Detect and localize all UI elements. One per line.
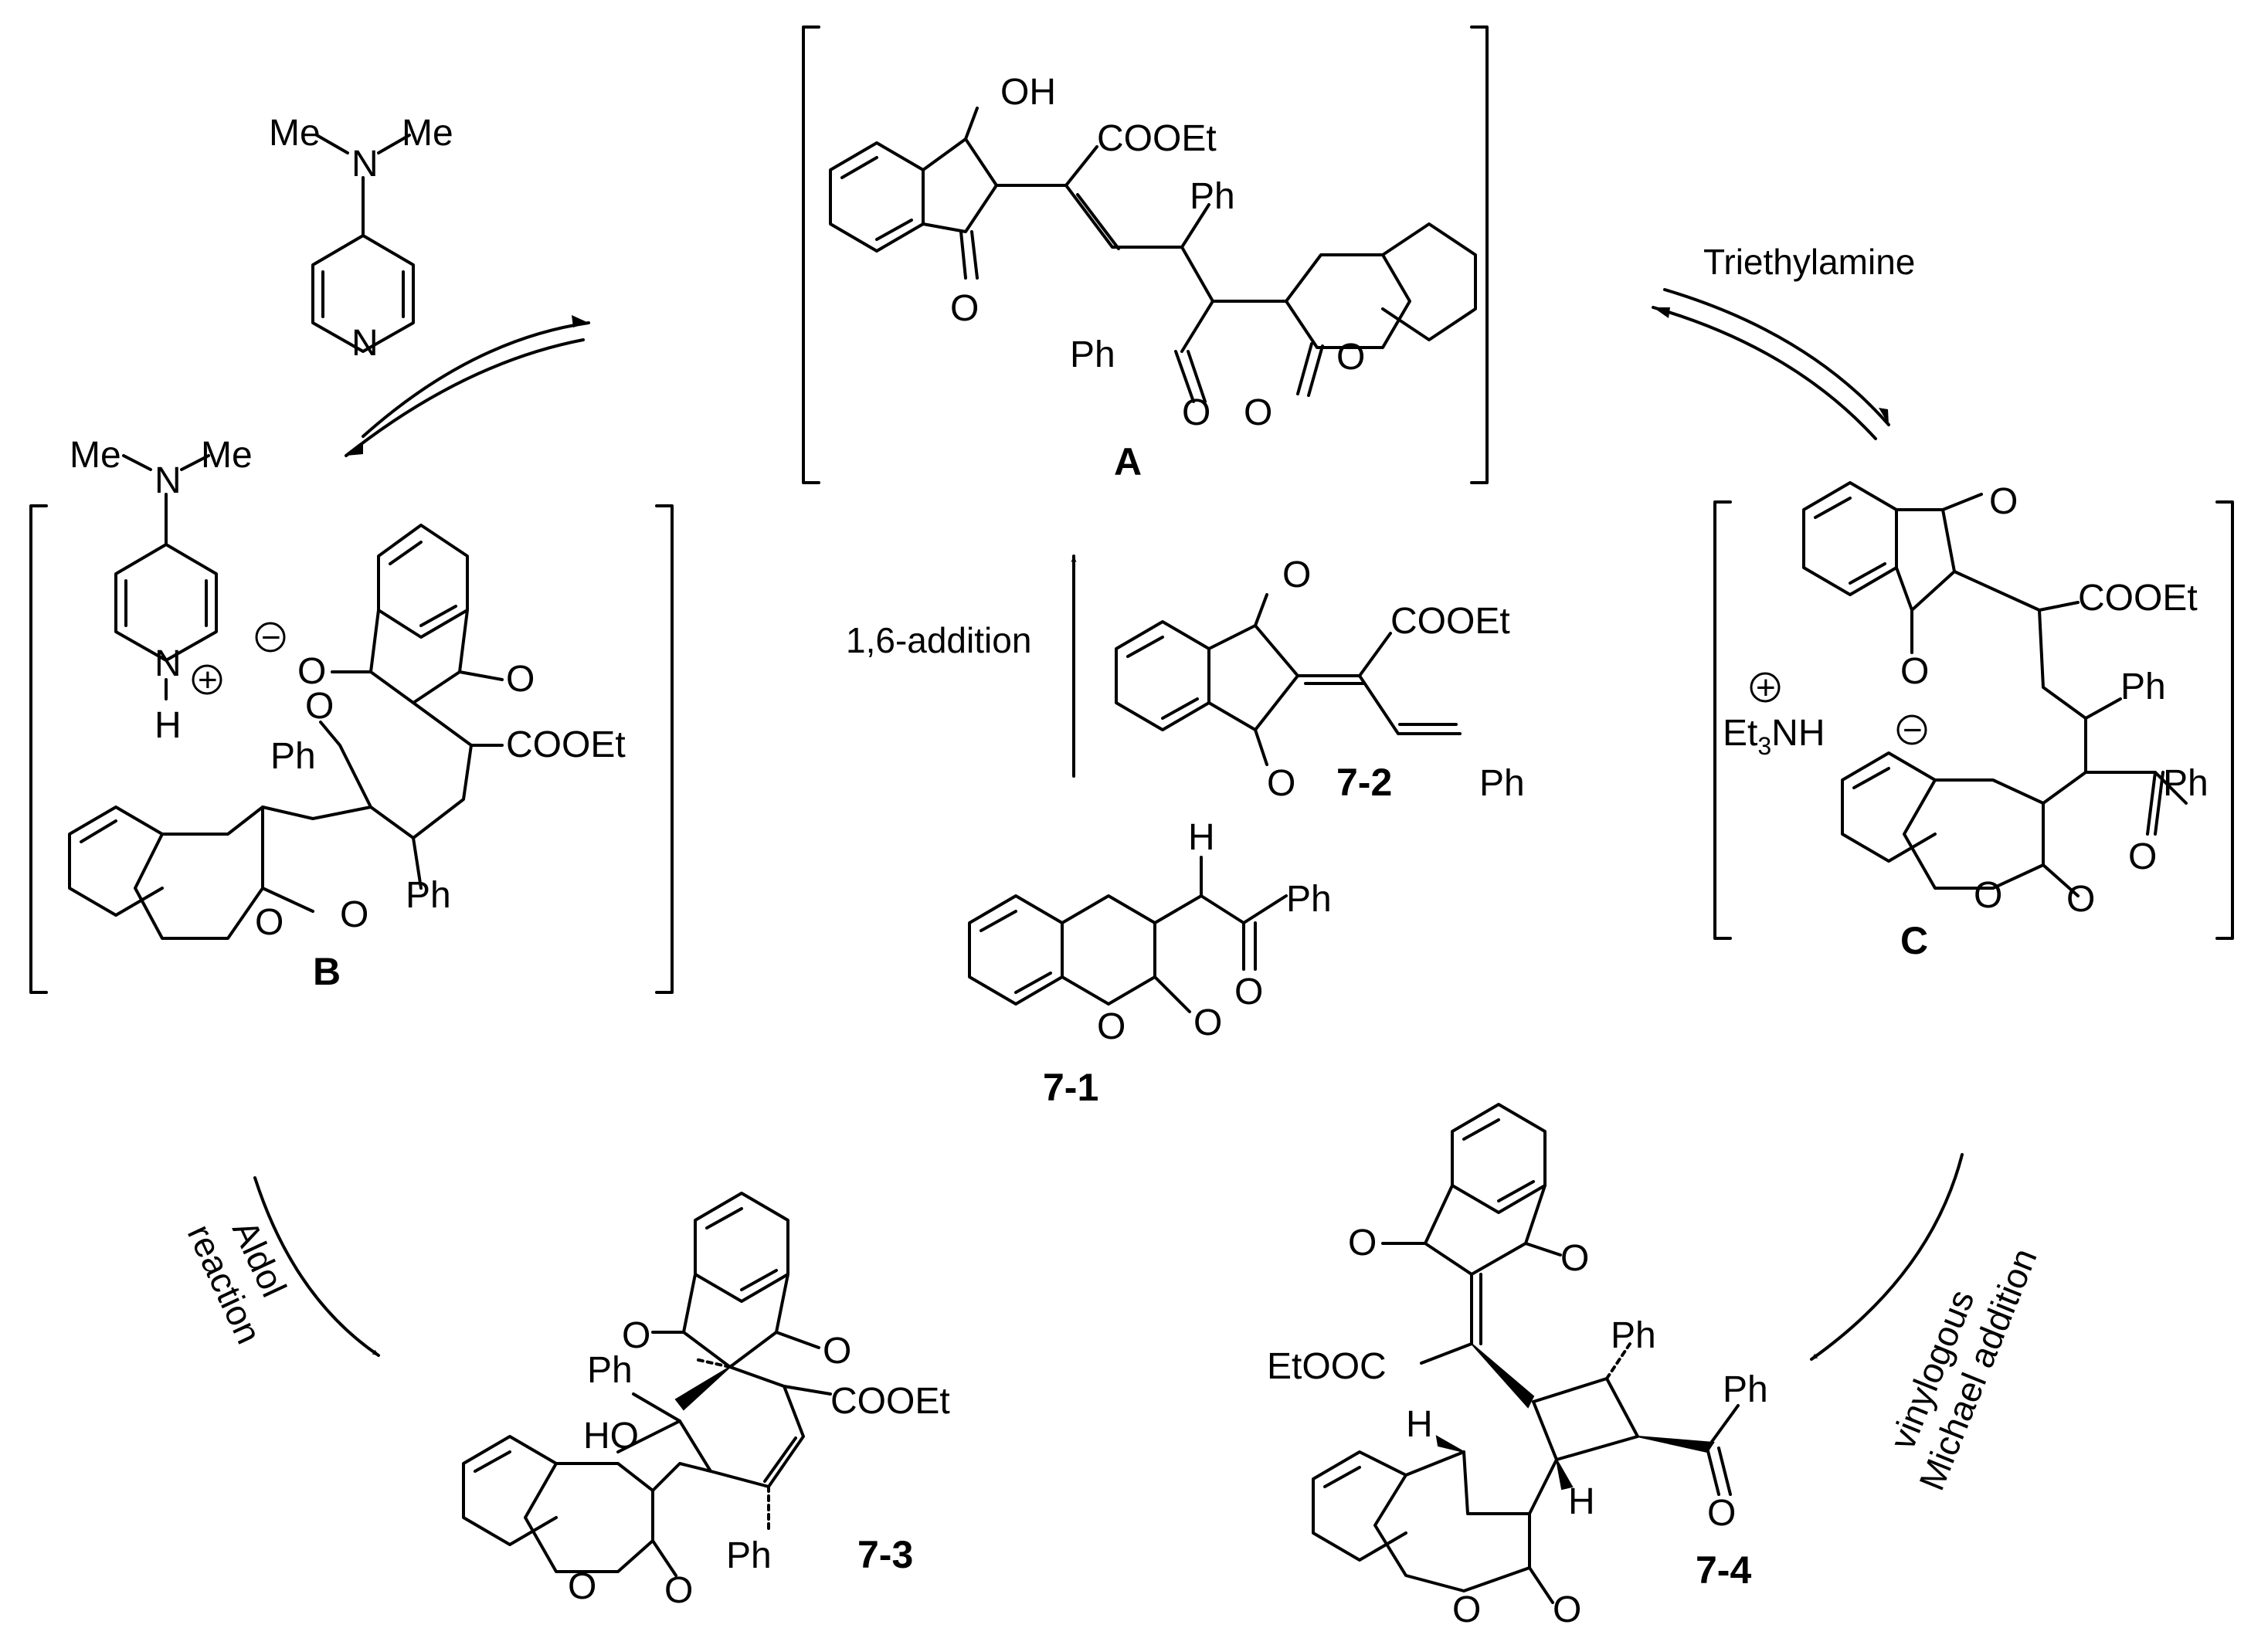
intermediate-c: O O − + Et3NH COOEt Ph Ph O O O C: [1713, 481, 2234, 962]
c-ester: COOEt: [2078, 578, 2198, 619]
intermediate-b: Me N Me N H + − O O COOEt O Ph Ph O O B: [29, 435, 674, 994]
intermediate-a: OH COOEt Ph O Ph O O O A: [802, 25, 1489, 484]
michael-arrow: vinylogous Michael addition: [1810, 1153, 2045, 1496]
dmap-n-ring: N: [351, 323, 379, 364]
compound-7-2: O O COOEt Ph 7-2: [1115, 555, 1525, 804]
c-ammonium: Et3NH: [1723, 713, 1825, 760]
s72-label: 7-2: [1336, 761, 1392, 804]
b-n-pyridinium: N: [154, 643, 182, 684]
c-acyl-phenyl: Ph: [2163, 763, 2209, 804]
b-lactone-o-ring: O: [255, 902, 284, 943]
dmap-n-amine: N: [351, 144, 379, 185]
b-ester: COOEt: [506, 724, 626, 765]
b-lactone-o-carbonyl: O: [340, 894, 368, 935]
b-phenyl: Ph: [406, 875, 451, 916]
c-minus-sign: −: [1903, 711, 1923, 749]
c-enolate-o: O: [1900, 651, 1929, 692]
b-n-amine: N: [154, 460, 182, 501]
equilibrium-arrow-triethylamine: Triethylamine: [1652, 242, 1915, 440]
s74-ketone-o-left: O: [1348, 1223, 1377, 1263]
b-ketone-o: O: [506, 659, 535, 700]
s73-phenyl-bottom: Ph: [726, 1535, 772, 1576]
s74-h-left: H: [1406, 1404, 1433, 1445]
b-plus-sign: +: [198, 661, 218, 699]
s72-ester: COOEt: [1390, 601, 1510, 642]
s71-acyl-phenyl: Ph: [1286, 879, 1332, 920]
addition-arrow: 1,6-addition: [846, 555, 1077, 778]
s74-lactone-o-ring: O: [1452, 1589, 1481, 1628]
s74-acyl-o: O: [1707, 1493, 1736, 1534]
c-ketone-o: O: [1989, 481, 2018, 522]
s71-label: 7-1: [1043, 1066, 1098, 1109]
s73-ketone-o-left: O: [622, 1315, 650, 1356]
b-plus-charge: [192, 664, 222, 695]
triethylamine-label: Triethylamine: [1703, 242, 1915, 282]
s73-ester: COOEt: [830, 1381, 950, 1422]
s71-lactone-o-carbonyl: O: [1193, 1002, 1222, 1043]
c-minus-charge: [1896, 714, 1927, 745]
dmap-me-right: Me: [402, 113, 453, 154]
c-ammonium-sub: 3: [1757, 732, 1771, 760]
s71-hydrogen: H: [1188, 817, 1215, 858]
s72-phenyl: Ph: [1479, 763, 1525, 804]
addition-label: 1,6-addition: [846, 620, 1031, 660]
b-h-pyridinium: H: [154, 705, 182, 746]
a-ester: COOEt: [1097, 118, 1217, 159]
s74-acyl-phenyl: Ph: [1723, 1369, 1768, 1410]
s73-hydroxyl: HO: [583, 1416, 639, 1457]
dmap-me-left: Me: [269, 113, 321, 154]
a-ketone-o: O: [950, 288, 979, 329]
compound-7-3: O O Ph HO COOEt Ph O O 7-3: [462, 1192, 950, 1611]
c-plus-sign: +: [1756, 669, 1776, 707]
compound-7-1: H Ph O O O 7-1: [968, 817, 1332, 1109]
s73-lactone-o-carbonyl: O: [664, 1570, 693, 1611]
a-phenyl: Ph: [1190, 176, 1235, 217]
equilibrium-arrow-dmap: [345, 315, 590, 457]
s71-lactone-o-ring: O: [1097, 1006, 1126, 1047]
b-acyl-phenyl: Ph: [270, 736, 316, 777]
b-me-left: Me: [70, 435, 121, 476]
s73-phenyl-top: Ph: [587, 1350, 633, 1391]
c-plus-charge: [1750, 672, 1781, 703]
c-ammonium-et: Et: [1723, 713, 1757, 754]
s74-lactone-o-carbonyl: O: [1553, 1589, 1581, 1628]
c-phenyl: Ph: [2120, 666, 2166, 707]
b-label: B: [313, 950, 341, 993]
a-lactone-o-carbonyl: O: [1244, 392, 1272, 433]
c-label: C: [1900, 919, 1928, 962]
c-lactone-o-carbonyl: O: [2066, 879, 2095, 920]
compound-7-4: O O EtOOC Ph Ph O H H O O 7-4: [1267, 1103, 1768, 1628]
a-hydroxyl: OH: [1000, 72, 1056, 113]
a-label: A: [1114, 440, 1142, 483]
s74-label: 7-4: [1696, 1548, 1751, 1592]
aldol-arrow: Aldol reaction: [180, 1176, 380, 1357]
c-ammonium-nh: NH: [1771, 713, 1825, 754]
s74-phenyl: Ph: [1611, 1315, 1656, 1356]
s74-ester: EtOOC: [1267, 1346, 1387, 1387]
s72-ketone-o-top: O: [1282, 555, 1311, 595]
s71-acyl-o: O: [1234, 972, 1263, 1012]
b-acyl-o: O: [305, 686, 334, 727]
dmap-structure: Me N Me N: [269, 113, 453, 364]
b-me-right: Me: [201, 435, 253, 476]
b-minus-charge: [255, 622, 286, 653]
s73-label: 7-3: [857, 1533, 913, 1576]
s74-ketone-o-right: O: [1560, 1238, 1589, 1279]
b-minus-sign: −: [261, 619, 281, 656]
c-acyl-o: O: [2128, 836, 2157, 877]
s74-h-right: H: [1568, 1481, 1595, 1522]
s73-lactone-o-ring: O: [568, 1566, 596, 1607]
a-acyl-o: O: [1182, 392, 1210, 433]
a-lactone-o-ring: O: [1336, 337, 1365, 378]
c-lactone-o-ring: O: [1974, 875, 2002, 916]
s72-ketone-o-bottom: O: [1267, 763, 1295, 804]
a-acyl-phenyl: Ph: [1070, 334, 1115, 375]
s73-ketone-o-right: O: [823, 1331, 851, 1372]
b-enolate-o: O: [297, 651, 326, 692]
